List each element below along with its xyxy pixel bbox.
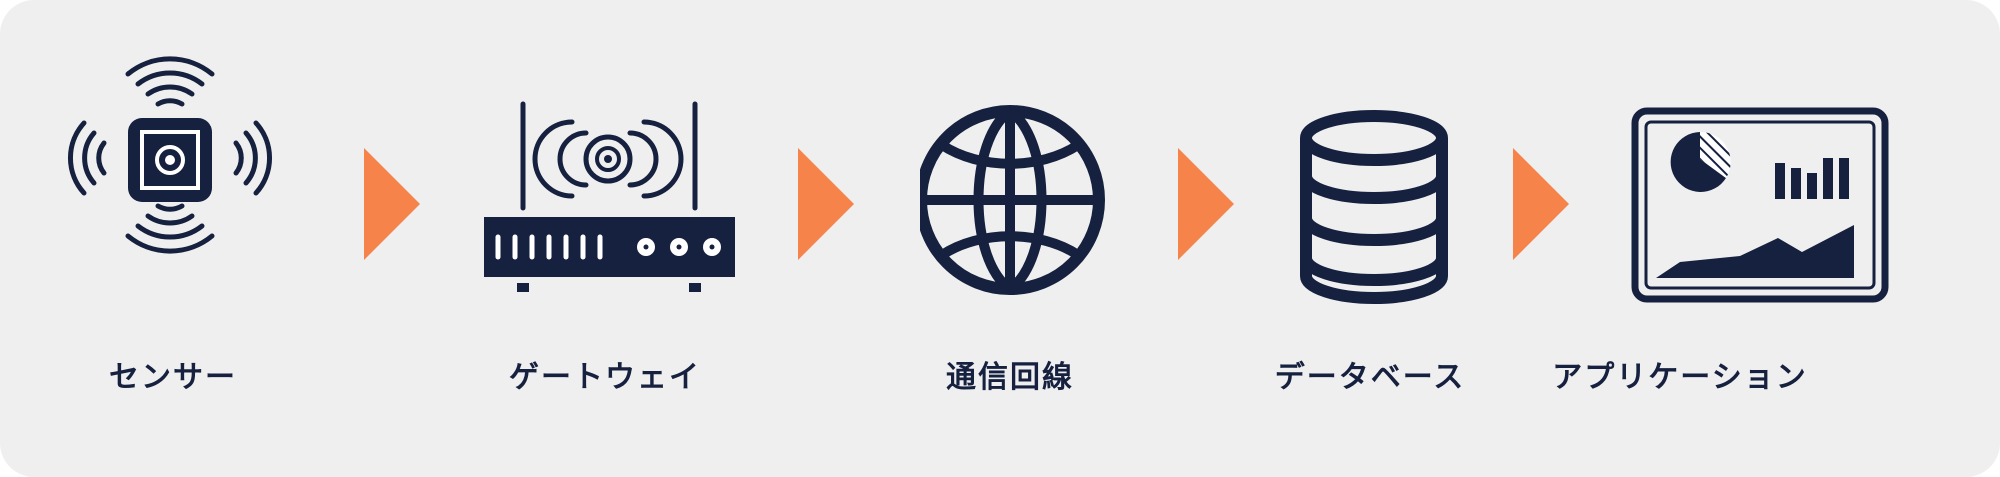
arrow-right-icon xyxy=(1178,148,1234,260)
step-application: アプリケーション xyxy=(1552,0,1990,477)
router-icon xyxy=(484,101,735,292)
step-database: データベース xyxy=(1275,0,1660,477)
step-sensor: センサー xyxy=(18,0,378,477)
step-label-application: アプリケーション xyxy=(1552,360,1808,395)
step-label-database: データベース xyxy=(1274,360,1466,395)
arrow-right-icon xyxy=(364,148,420,260)
arrow-right-icon xyxy=(1513,148,1569,260)
step-network: 通信回線 xyxy=(920,0,1280,477)
step-label-sensor: センサー xyxy=(109,360,237,395)
arrow-right-icon xyxy=(798,148,854,260)
sensor-icon xyxy=(68,56,272,254)
globe-icon xyxy=(920,105,1105,295)
step-label-gateway: ゲートウェイ xyxy=(509,360,701,395)
dashboard-icon xyxy=(1631,107,1889,303)
step-label-network: 通信回線 xyxy=(946,360,1074,395)
database-icon xyxy=(1300,110,1448,304)
step-gateway: ゲートウェイ xyxy=(484,0,844,477)
